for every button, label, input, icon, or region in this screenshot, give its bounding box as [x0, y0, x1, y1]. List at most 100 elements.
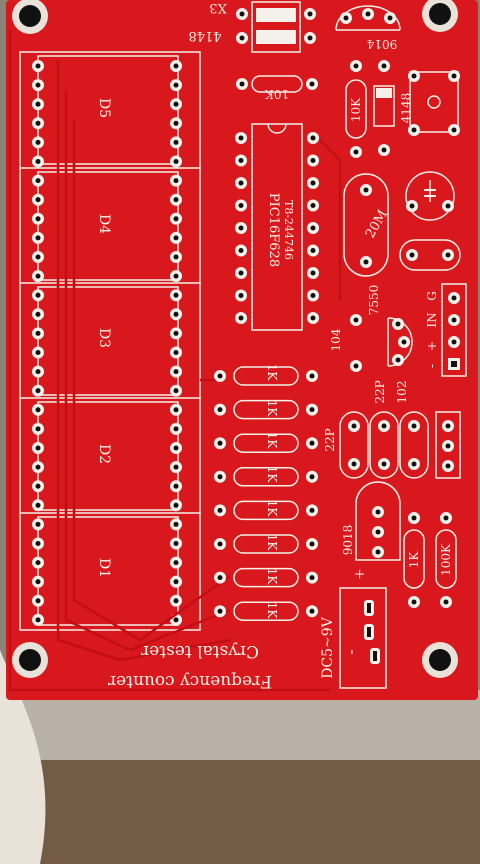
title-line-2: Crystal tester — [140, 641, 259, 661]
ic-pin-pad — [307, 132, 319, 144]
ic-pin-pad — [307, 222, 319, 234]
display-pin-pad — [32, 251, 44, 263]
cap-22p-label-1: 22P — [373, 380, 387, 403]
resistor-right-label: 10K — [349, 97, 363, 122]
copper-trace — [72, 120, 231, 642]
pin-label-g: G — [425, 291, 439, 301]
ic-part-label: PIC16F628 — [266, 193, 281, 267]
cap-small-footprint — [399, 239, 461, 271]
ic-pin-pad — [235, 154, 247, 167]
pin-mark-plus: + — [425, 341, 439, 351]
display-pin-pad — [32, 575, 44, 588]
ic-pin-pad — [307, 177, 319, 189]
resistor-bank-label-2: 1K — [265, 400, 279, 418]
ic-pin-pad — [307, 267, 319, 279]
trim-cap-footprint — [405, 171, 455, 221]
display-outline — [19, 51, 201, 631]
crystal-x3-footprint — [236, 1, 316, 53]
copper-trace — [64, 90, 231, 652]
ic-pin-pad — [307, 199, 319, 212]
display-pin-pad — [170, 117, 182, 130]
resistor-bank-label-8: 1K — [265, 602, 279, 620]
display-pin-pad — [32, 537, 44, 550]
resistor-body-outline — [233, 601, 299, 621]
display-pin-pad — [32, 556, 44, 569]
resistor-body-outline — [233, 500, 299, 521]
display-pin-pad — [32, 461, 44, 474]
copper-trace — [56, 60, 231, 662]
resistor-pad — [306, 403, 318, 416]
title-line-1: Frequency counter — [107, 671, 272, 691]
display-pin-pad — [170, 403, 182, 416]
resistor-pad — [306, 504, 318, 517]
ic-pin-pad — [235, 177, 247, 189]
display-pin-pad — [170, 174, 182, 187]
resistor-pad — [306, 571, 318, 584]
resistor-pad — [306, 370, 318, 382]
display-pin-pad — [170, 79, 182, 92]
display-pin-pad — [170, 193, 182, 206]
resistor-pad — [214, 571, 226, 584]
display-pin-pad — [32, 79, 44, 92]
resistor-pad — [306, 605, 318, 618]
display-pin-pad — [170, 461, 182, 474]
resistor-pad — [214, 437, 226, 450]
resistor-body-outline — [233, 534, 299, 554]
display-pin-pad — [32, 403, 44, 416]
display-pin-pad — [170, 308, 182, 321]
wooden-floor — [0, 760, 480, 864]
diode-label-2: 4148 — [399, 93, 413, 124]
display-pin-pad — [170, 575, 182, 588]
resistor-right-10k — [345, 60, 367, 158]
display-pin-pad — [32, 174, 44, 187]
digit-label-d2: D2 — [96, 444, 112, 464]
resistor-1k-100k — [403, 512, 457, 608]
cap-22p-label-2: 22P — [323, 428, 337, 451]
resistor-pad — [214, 403, 226, 416]
display-pin-pad — [170, 136, 182, 149]
display-pin-pad — [32, 155, 44, 168]
display-pin-pad — [170, 98, 182, 111]
display-pin-pad — [170, 442, 182, 454]
display-pin-pad — [32, 346, 44, 359]
display-pin-pad — [170, 518, 182, 531]
digit-label-d1: D1 — [96, 558, 112, 578]
pin-mark-minus: - — [425, 364, 439, 368]
copper-trace — [8, 30, 330, 692]
regulator-label: 7550 — [367, 285, 381, 316]
copper-traces — [8, 30, 342, 692]
display-pin-pad — [170, 155, 182, 168]
ic-pin-pad — [235, 199, 247, 212]
display-pin-pad — [32, 422, 44, 435]
digit-label-d5: D5 — [96, 98, 112, 118]
resistor-body-outline — [233, 567, 299, 588]
dc-jack-footprint — [339, 587, 387, 689]
ic-pin-pad — [235, 222, 247, 234]
power-plus-mark: + — [352, 568, 368, 580]
resistor-bank — [214, 366, 318, 621]
display-pin-pad — [170, 365, 182, 378]
resistor-bank-label-7: 1K — [265, 568, 279, 586]
pin-label-in: IN — [425, 312, 439, 327]
resistor-pad — [306, 538, 318, 550]
resistor-pad — [214, 538, 226, 550]
cap-104-label: 104 — [329, 328, 343, 351]
resistor-bank-label-5: 1K — [265, 500, 279, 518]
ic-pin-pad — [307, 289, 319, 302]
display-pin-pad — [170, 289, 182, 302]
digit-label-d4: D4 — [96, 214, 112, 234]
resistor-body-outline — [233, 467, 299, 487]
display-pin-pad — [170, 594, 182, 607]
transistor-9018-footprint — [355, 481, 401, 561]
display-pin-pad — [170, 346, 182, 359]
display-pin-pad — [170, 251, 182, 263]
display-pads — [32, 60, 182, 626]
hand — [0, 650, 46, 864]
display-pin-pad — [32, 365, 44, 378]
ic-pin-pad — [235, 312, 247, 324]
cap-22p-pair — [339, 411, 461, 479]
ic-pin-pad — [307, 312, 319, 324]
cap-104-footprint — [350, 314, 362, 372]
display-pin-pad — [32, 231, 44, 244]
